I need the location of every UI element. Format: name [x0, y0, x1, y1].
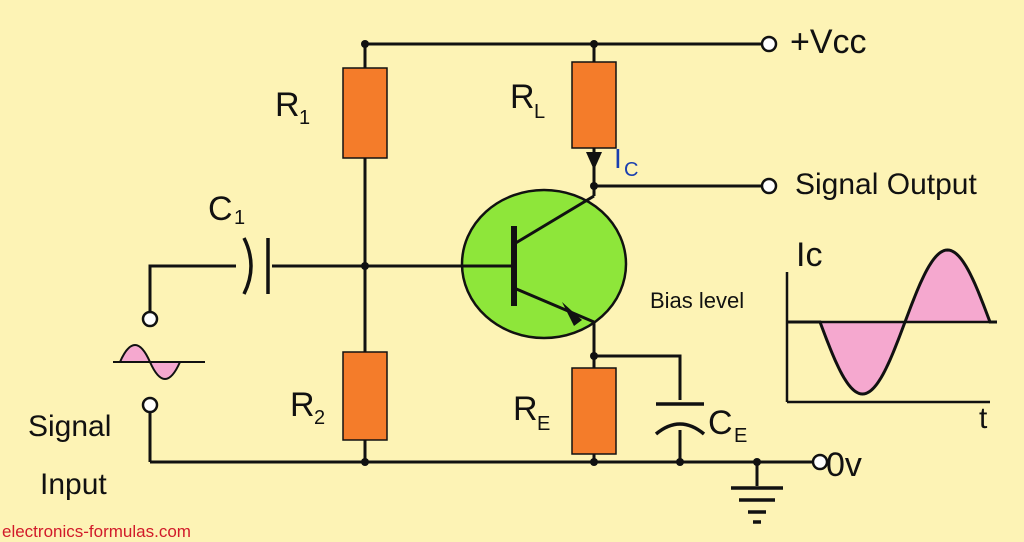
r1-label-sub: 1	[299, 107, 310, 129]
input-sine-wave-icon	[113, 344, 205, 380]
r1-label-main: R	[275, 86, 300, 124]
junction-dot	[590, 40, 598, 48]
resistors	[342, 61, 617, 455]
ce-label: C E	[708, 404, 747, 447]
input-terminal-top	[141, 310, 159, 328]
r2-resistor	[342, 351, 388, 441]
ce-label-main: C	[708, 404, 733, 442]
c1-label: C 1	[208, 190, 245, 229]
junction-dot	[361, 40, 369, 48]
rl-label-main: R	[510, 78, 535, 116]
ic-axis-label: Ic	[796, 236, 822, 274]
terminals	[141, 35, 829, 471]
r2-label: R 2	[290, 386, 325, 429]
junction-dot	[590, 182, 598, 190]
ic-arrow-icon	[586, 152, 602, 170]
bias-level-label: Bias level	[650, 288, 744, 313]
ce-capacitor	[654, 402, 706, 436]
output-terminal	[760, 177, 778, 195]
re-resistor	[571, 367, 617, 455]
ce-top-wire	[594, 354, 682, 400]
junctions	[361, 40, 761, 466]
vcc-terminal	[760, 35, 778, 53]
input-wire	[148, 264, 236, 312]
ic-current-sub: C	[624, 159, 638, 181]
vcc-label: +Vcc	[790, 23, 867, 61]
signal-input-label-line2: Input	[40, 468, 107, 501]
junction-dot	[361, 262, 369, 270]
re-label-sub: E	[537, 413, 550, 435]
r2-label-main: R	[290, 386, 315, 424]
zero-volt-label: 0v	[826, 446, 862, 484]
zero-volt-terminal	[811, 453, 829, 471]
signal-output-label: Signal Output	[795, 168, 977, 201]
input-terminal-bottom	[141, 396, 159, 414]
website-watermark: electronics-formulas.com	[2, 522, 191, 541]
c1-curved-plate	[242, 237, 253, 295]
c1-label-sub: 1	[234, 207, 245, 229]
rl-label: R L	[510, 78, 545, 123]
c1-label-main: C	[208, 190, 233, 228]
rl-resistor	[571, 61, 617, 149]
ic-current-label: I C	[614, 143, 638, 181]
r1-label: R 1	[275, 86, 310, 129]
ground-icon	[731, 486, 783, 524]
rl-label-sub: L	[534, 101, 545, 123]
npn-transistor-icon	[460, 188, 628, 340]
ic-current-main: I	[614, 143, 622, 174]
wires	[148, 42, 812, 486]
junction-dot	[590, 458, 598, 466]
signal-input-label-line1: Signal	[28, 410, 111, 443]
junction-dot	[753, 458, 761, 466]
ic-wave-curve	[787, 248, 997, 396]
re-label-main: R	[513, 390, 538, 428]
junction-dot	[361, 458, 369, 466]
re-label: R E	[513, 390, 550, 435]
c1-capacitor	[242, 237, 270, 295]
r1-resistor	[342, 67, 388, 159]
ce-curved-plate	[654, 422, 706, 436]
r2-label-sub: 2	[314, 407, 325, 429]
t-axis-label: t	[979, 402, 988, 435]
junction-dot	[590, 352, 598, 360]
ce-label-sub: E	[734, 425, 747, 447]
junction-dot	[676, 458, 684, 466]
ic-waveform-graph	[780, 248, 1006, 406]
